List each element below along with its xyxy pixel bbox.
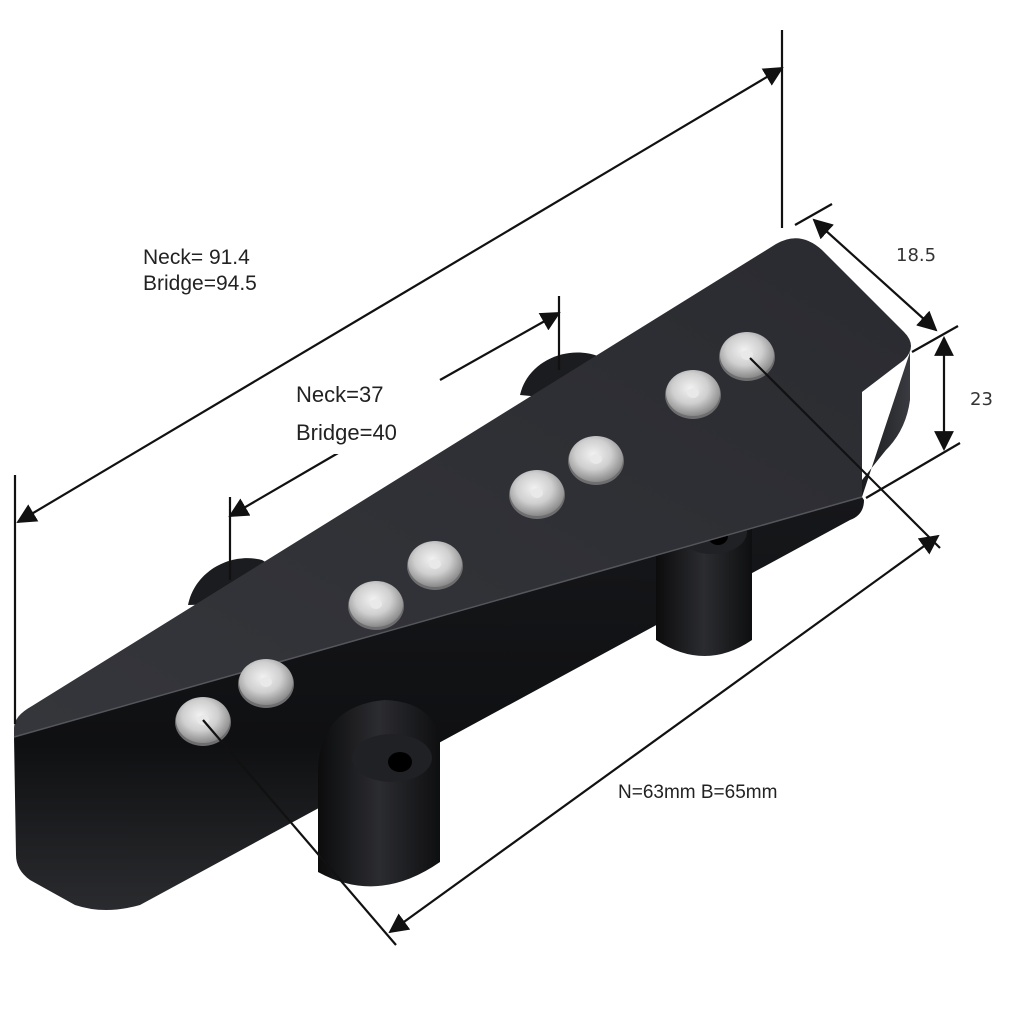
mount-spacing-arrow-left bbox=[228, 448, 346, 517]
pole-span-extension-right bbox=[749, 357, 941, 549]
pole-span-arrow bbox=[388, 534, 940, 934]
pole-piece-5 bbox=[509, 470, 565, 519]
mount-spacing-bridge: Bridge=40 bbox=[296, 420, 397, 445]
width-label: 18.5 bbox=[896, 245, 937, 266]
width-arrow bbox=[812, 218, 938, 332]
overall-length-bridge: Bridge=94.5 bbox=[143, 272, 257, 295]
pole-piece-1 bbox=[175, 697, 231, 746]
mount-spacing-arrow-right bbox=[439, 312, 561, 381]
overall-length-label: Neck= 91.4 Bridge=94.5 bbox=[143, 245, 257, 297]
width-extension-top bbox=[794, 203, 833, 226]
pole-piece-3 bbox=[348, 581, 404, 630]
mount-spacing-neck: Neck=37 bbox=[296, 382, 384, 407]
pole-piece-7 bbox=[665, 370, 721, 419]
mounting-ear-left bbox=[318, 700, 440, 887]
pole-piece-6 bbox=[568, 436, 624, 485]
pole-piece-4 bbox=[407, 541, 463, 590]
overall-length-neck: Neck= 91.4 bbox=[143, 246, 250, 269]
pole-span-label: N=63mm B=65mm bbox=[618, 782, 778, 803]
pole-piece-2 bbox=[238, 659, 294, 708]
height-label: 23 bbox=[970, 389, 993, 410]
pickup-end-face bbox=[862, 352, 910, 497]
overall-length-arrow bbox=[16, 66, 784, 524]
dimension-lines bbox=[13, 30, 961, 946]
mount-spacing-label: Neck=37 Bridge=40 bbox=[296, 378, 417, 454]
pole-span-extension-left bbox=[202, 719, 397, 946]
